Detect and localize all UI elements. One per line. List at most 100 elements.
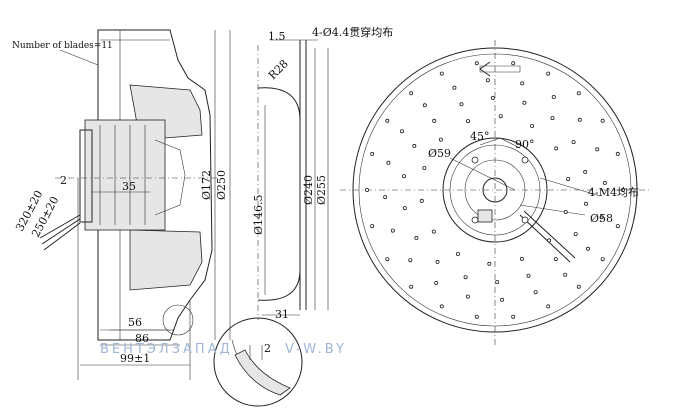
blade-hole xyxy=(399,129,404,134)
blade-hole xyxy=(434,280,439,285)
dim-d255: Ø255 xyxy=(315,175,328,205)
blade-hole xyxy=(495,279,500,284)
blade-hole xyxy=(526,273,531,278)
blade-hole xyxy=(435,259,440,264)
dim-99: 99±1 xyxy=(120,352,150,365)
blade-hole-pattern xyxy=(364,61,626,319)
blade-hole xyxy=(530,124,535,129)
blade-hole xyxy=(547,238,552,243)
blade-hole xyxy=(554,146,559,151)
blade-hole xyxy=(370,224,375,229)
detail-view xyxy=(213,317,303,407)
blade-hole xyxy=(419,198,424,203)
blade-hole xyxy=(553,257,558,262)
blade-hole xyxy=(466,119,471,124)
blade-hole xyxy=(438,137,443,142)
dim-86: 86 xyxy=(135,332,149,345)
blade-hole xyxy=(385,118,390,123)
blade-hole xyxy=(364,187,369,192)
blade-hole xyxy=(401,174,406,179)
blade-hole xyxy=(563,272,568,277)
cross-section-view xyxy=(257,39,329,320)
dim-2: 2 xyxy=(60,174,67,187)
blade-hole xyxy=(511,314,516,319)
blade-hole xyxy=(519,256,524,261)
holes-label: 4-Ø4.4贯穿均布 xyxy=(312,25,393,39)
blade-hole xyxy=(432,118,437,123)
side-view xyxy=(39,29,231,380)
blade-hole xyxy=(474,314,479,319)
angle-45: 45° xyxy=(470,130,490,143)
blade-hole xyxy=(485,78,490,83)
radius-r28: R28 xyxy=(266,57,291,82)
blade-hole xyxy=(615,151,620,156)
blade-hole xyxy=(573,232,578,237)
blade-hole xyxy=(621,187,626,192)
blade-hole xyxy=(584,201,589,206)
blade-hole xyxy=(386,160,391,165)
blade-hole xyxy=(439,304,444,309)
dim-d250: Ø250 xyxy=(215,170,228,200)
blade-hole xyxy=(583,169,588,174)
blade-hole xyxy=(385,257,390,262)
blade-hole xyxy=(455,251,460,256)
blade-hole xyxy=(431,229,436,234)
dim-d58: Ø58 xyxy=(590,212,613,225)
blade-hole xyxy=(546,71,551,76)
blade-hole xyxy=(498,114,503,119)
blade-hole xyxy=(615,224,620,229)
blade-hole xyxy=(383,195,388,200)
blade-hole xyxy=(414,235,419,240)
blade-hole xyxy=(439,71,444,76)
angle-90: 90° xyxy=(515,138,535,151)
blade-hole xyxy=(576,284,581,289)
blade-hole xyxy=(500,297,505,302)
front-view xyxy=(340,40,650,345)
blade-hole xyxy=(595,147,600,152)
watermark-site: V-W.BY xyxy=(285,342,347,357)
blade-hole xyxy=(600,257,605,262)
blade-hole xyxy=(422,165,427,170)
dim-d172: Ø172 xyxy=(200,170,213,200)
blade-hole xyxy=(522,100,527,105)
blade-hole xyxy=(490,96,495,101)
detail-dim-2: 2 xyxy=(264,342,271,355)
blade-hole xyxy=(390,228,395,233)
blade-hole xyxy=(533,290,538,295)
blade-hole xyxy=(474,61,479,66)
blade-hole xyxy=(409,284,414,289)
blade-hole xyxy=(520,81,525,86)
blade-hole xyxy=(409,91,414,96)
blade-hole xyxy=(465,294,470,299)
blade-hole xyxy=(571,140,576,145)
blade-hole xyxy=(511,61,516,66)
blade-hole xyxy=(487,261,492,266)
blade-hole xyxy=(370,151,375,156)
blade-hole xyxy=(577,117,582,122)
blade-hole xyxy=(602,180,607,185)
blade-hole xyxy=(586,246,591,251)
dim-35: 35 xyxy=(122,180,136,193)
dim-d59: Ø59 xyxy=(428,147,451,160)
blade-hole xyxy=(599,215,604,220)
blade-hole xyxy=(408,258,413,263)
blade-hole xyxy=(563,209,568,214)
blade-hole xyxy=(463,275,468,280)
blade-hole xyxy=(402,206,407,211)
blade-hole xyxy=(550,116,555,121)
blade-hole xyxy=(576,91,581,96)
blade-hole xyxy=(412,143,417,148)
dim-31: 31 xyxy=(275,308,289,321)
blade-hole xyxy=(546,304,551,309)
blades-label: Number of blades=11 xyxy=(12,41,113,51)
blade-hole xyxy=(566,177,571,182)
dim-d240: Ø240 xyxy=(302,175,315,205)
blade-hole xyxy=(600,118,605,123)
dim-1-5: 1.5 xyxy=(268,30,286,43)
dim-d146: Ø146.5 xyxy=(252,194,265,235)
watermark-brand: ВЕНТЭЛЗАПАД xyxy=(100,342,233,357)
m4-label: 4-M4均布 xyxy=(588,186,639,199)
blades-leader xyxy=(59,49,99,66)
blade-hole xyxy=(452,85,457,90)
